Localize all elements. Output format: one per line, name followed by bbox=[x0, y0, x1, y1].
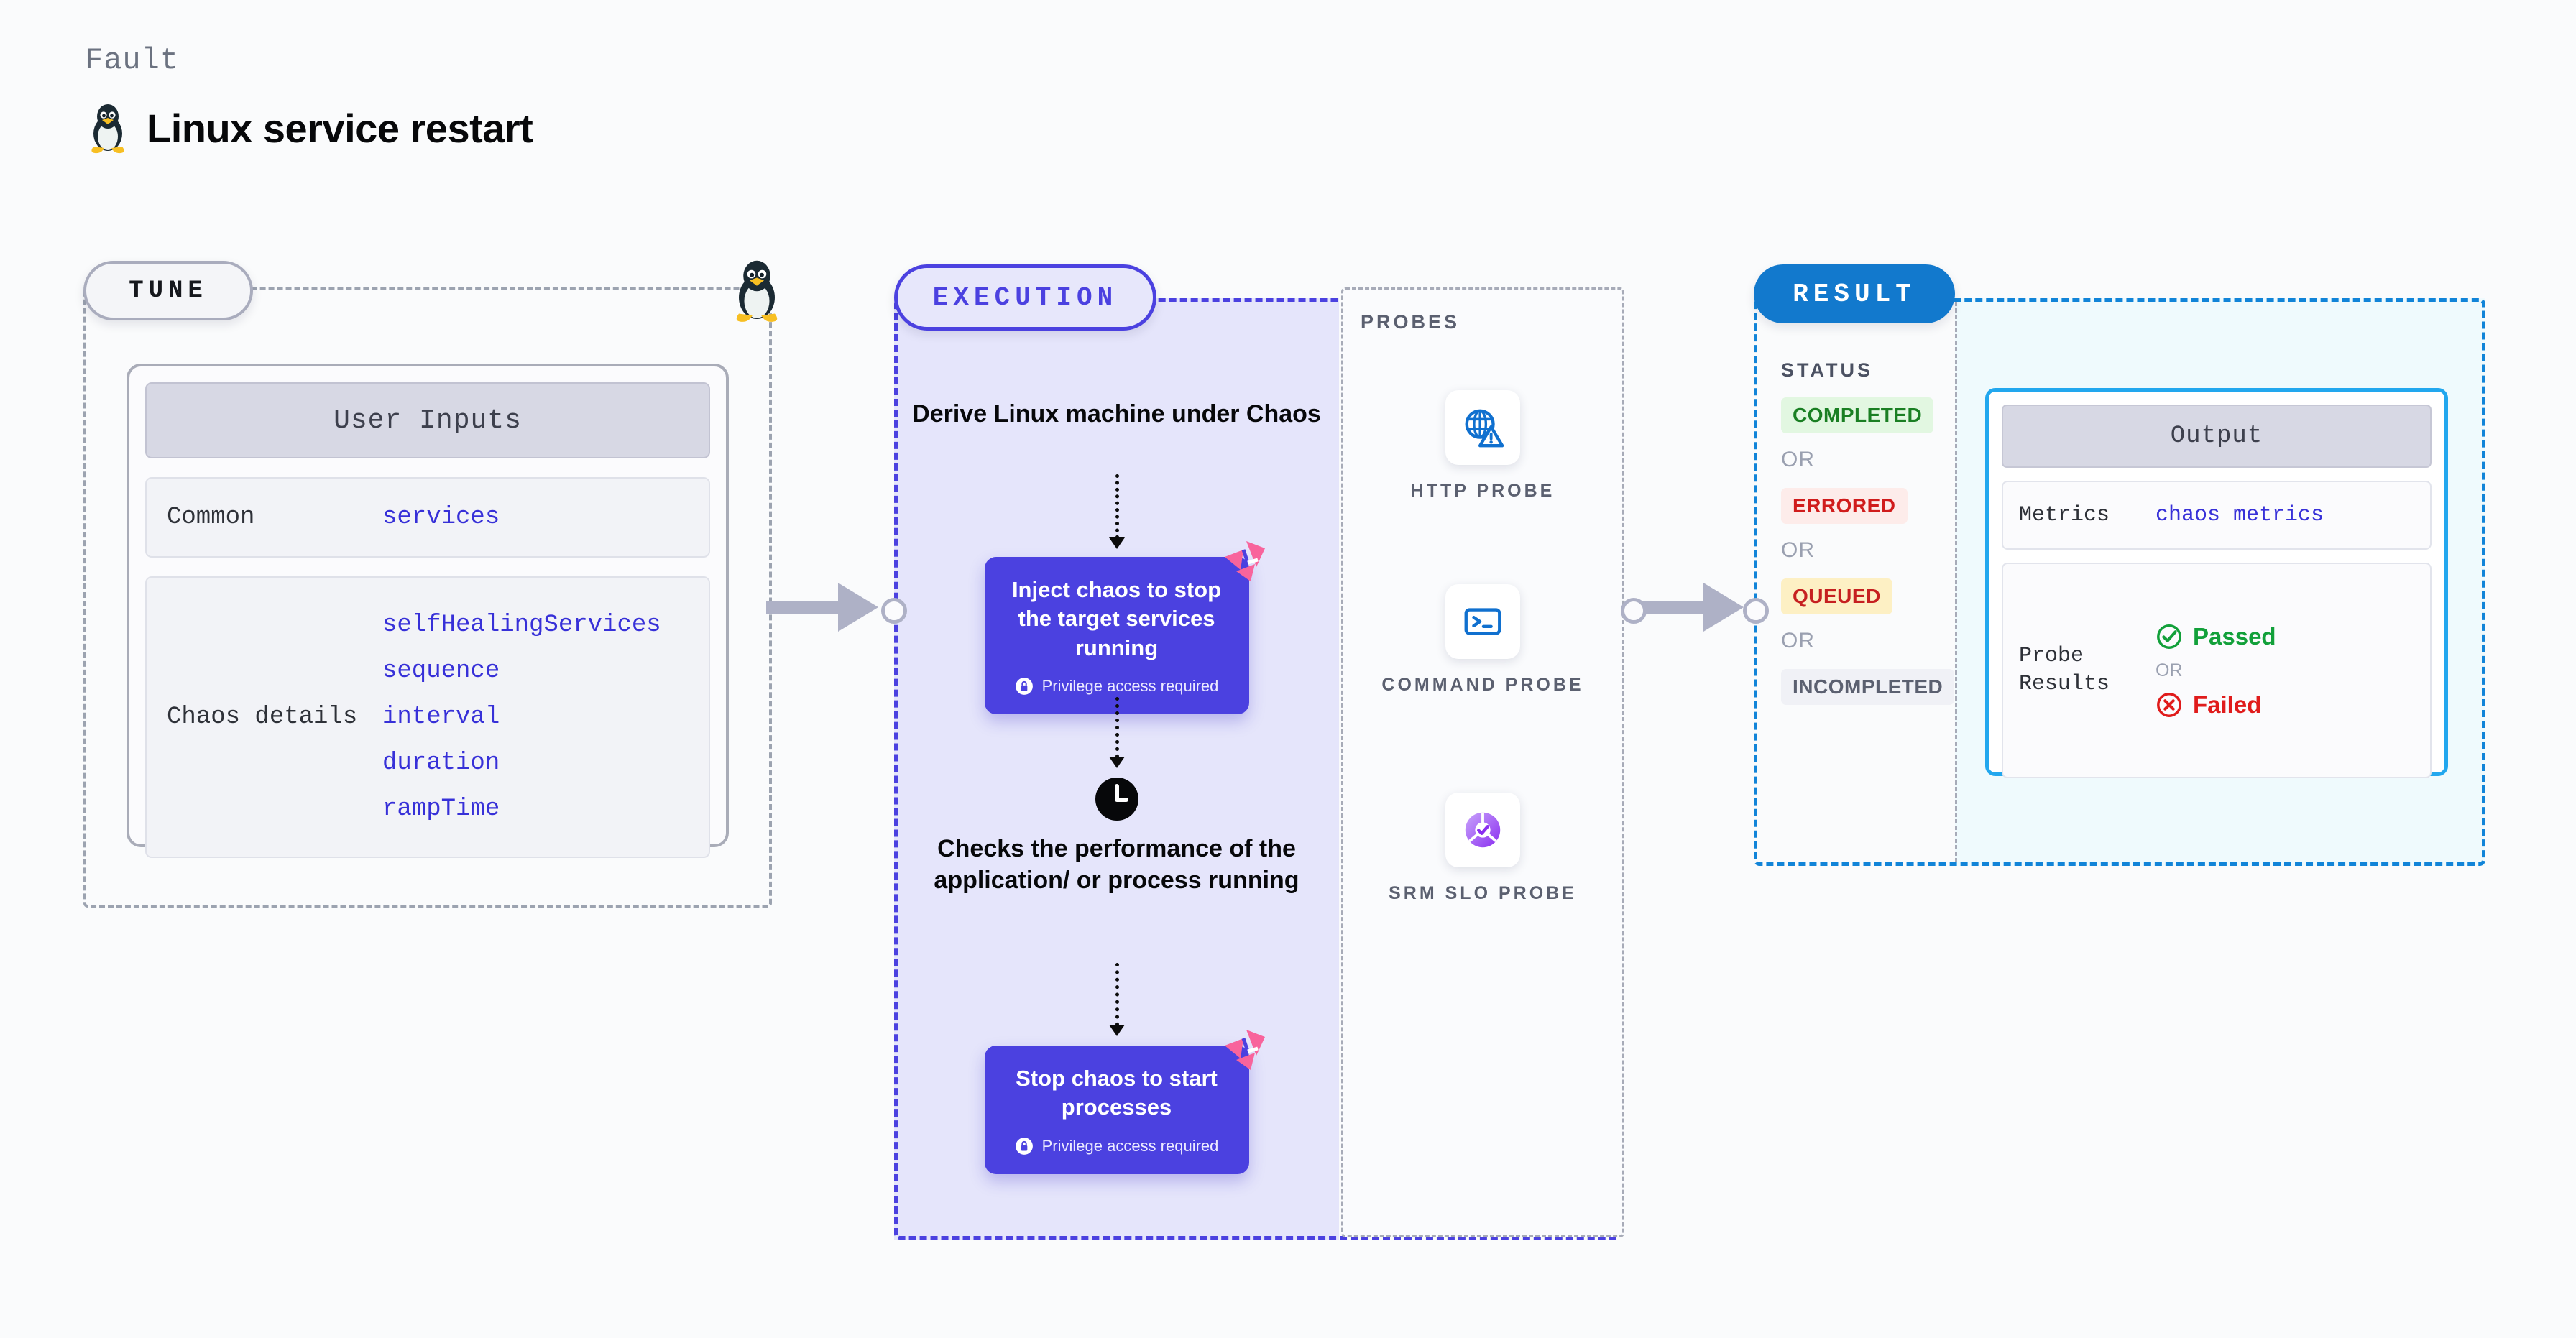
privilege-note-row: Privilege access required bbox=[1015, 1136, 1219, 1155]
probe-result-values: Passed OR Failed bbox=[2156, 623, 2276, 719]
check-circle-icon bbox=[2157, 624, 2181, 649]
connector-tune-to-execution bbox=[766, 568, 907, 647]
row-key: Common bbox=[167, 504, 255, 531]
page-header: Fault Linux service restart bbox=[85, 43, 533, 154]
probe-label: SRM SLO PROBE bbox=[1389, 883, 1577, 903]
litmus-chaos-icon bbox=[1224, 1030, 1265, 1070]
fault-title-row: Linux service restart bbox=[85, 102, 533, 154]
row-key: Metrics bbox=[2019, 502, 2110, 527]
row-key: Probe Results bbox=[2019, 644, 2110, 696]
probe-result-failed: Failed bbox=[2156, 691, 2276, 719]
result-pill[interactable]: RESULT bbox=[1754, 264, 1955, 323]
card-title: Stop chaos to start processes bbox=[1016, 1066, 1218, 1120]
execution-pill-label: EXECUTION bbox=[932, 282, 1118, 313]
result-divider bbox=[1955, 302, 1957, 862]
tune-region bbox=[83, 287, 772, 908]
status-badge-incompleted: INCOMPLETED bbox=[1781, 669, 1955, 705]
status-badge-completed: COMPLETED bbox=[1781, 397, 1934, 433]
probe-label: HTTP PROBE bbox=[1410, 481, 1555, 501]
output-row-metrics: Metrics chaos metrics bbox=[2002, 481, 2432, 550]
output-card: Output Metrics chaos metrics Probe Resul… bbox=[1985, 388, 2448, 778]
page-title: Linux service restart bbox=[147, 105, 533, 151]
connector-execution-to-result bbox=[1621, 568, 1769, 647]
privilege-note-row: Privilege access required bbox=[1015, 676, 1219, 696]
clock-icon bbox=[1095, 778, 1138, 821]
card-title: Inject chaos to stop the target services… bbox=[1011, 577, 1222, 660]
output-row-probe-results: Probe Results Passed OR Failed bbox=[2002, 563, 2432, 778]
user-inputs-header-label: User Inputs bbox=[334, 405, 522, 436]
metrics-link[interactable]: chaos metrics bbox=[2156, 503, 2324, 527]
or-separator: OR bbox=[1781, 538, 1815, 562]
status-section-label: STATUS bbox=[1781, 359, 1873, 381]
input-param-selfhealingservices[interactable]: selfHealingServices bbox=[382, 612, 661, 639]
or-separator: OR bbox=[1781, 629, 1815, 652]
flow-card-stop-chaos[interactable]: Stop chaos to start processes Privilege … bbox=[984, 1030, 1265, 1174]
row-values: services bbox=[382, 504, 500, 531]
lock-icon bbox=[1015, 1137, 1033, 1155]
x-circle-icon bbox=[2157, 692, 2181, 717]
execution-pill[interactable]: EXECUTION bbox=[894, 264, 1156, 331]
row-values: selfHealingServices sequence interval du… bbox=[382, 612, 661, 823]
probe-tile bbox=[1445, 584, 1520, 659]
probe-item-http[interactable]: HTTP PROBE bbox=[1343, 390, 1622, 504]
tux-penguin-icon bbox=[91, 104, 124, 154]
input-param-sequence[interactable]: sequence bbox=[382, 658, 500, 685]
input-param-services[interactable]: services bbox=[382, 504, 500, 531]
user-inputs-row-common: Common services bbox=[145, 477, 710, 558]
slo-donut-check-icon bbox=[1465, 812, 1501, 848]
failed-label: Failed bbox=[2193, 691, 2262, 718]
flow-step-derive-machine: Derive Linux machine under Chaos bbox=[912, 400, 1321, 428]
probe-item-srm-slo[interactable]: SRM SLO PROBE bbox=[1343, 793, 1622, 906]
probe-result-passed: Passed bbox=[2156, 623, 2276, 650]
privilege-note: Privilege access required bbox=[1041, 1136, 1219, 1155]
user-inputs-header: User Inputs bbox=[145, 382, 710, 458]
flow-step-checks-performance: Checks the performance of the applicatio… bbox=[934, 835, 1300, 894]
litmus-chaos-icon bbox=[1224, 541, 1265, 581]
user-inputs-card: User Inputs Common services Chaos detail… bbox=[126, 364, 729, 858]
input-param-interval[interactable]: interval bbox=[382, 703, 500, 731]
probe-tile bbox=[1445, 390, 1520, 465]
output-header-label: Output bbox=[2170, 423, 2263, 450]
status-block: STATUS COMPLETED OR ERRORED OR QUEUED OR… bbox=[1781, 359, 1955, 705]
result-pill-label: RESULT bbox=[1793, 279, 1916, 309]
or-separator: OR bbox=[2156, 660, 2183, 680]
flow-card-inject-chaos[interactable]: Inject chaos to stop the target services… bbox=[984, 541, 1265, 714]
privilege-note: Privilege access required bbox=[1041, 676, 1219, 695]
result-region bbox=[1754, 298, 2485, 866]
tune-pill[interactable]: TUNE bbox=[83, 261, 253, 320]
globe-warning-icon bbox=[1465, 409, 1504, 448]
probe-item-command[interactable]: COMMAND PROBE bbox=[1343, 584, 1622, 698]
status-badge-errored: ERRORED bbox=[1781, 488, 1908, 524]
row-key: Chaos details bbox=[167, 703, 358, 731]
output-header: Output bbox=[2002, 405, 2432, 468]
lock-icon bbox=[1015, 677, 1033, 695]
fault-kicker: Fault bbox=[85, 43, 180, 78]
terminal-icon bbox=[1464, 608, 1501, 635]
or-separator: OR bbox=[1781, 448, 1815, 471]
tune-pill-label: TUNE bbox=[129, 277, 208, 305]
user-inputs-row-chaos-details: Chaos details selfHealingServices sequen… bbox=[145, 576, 710, 858]
input-param-duration[interactable]: duration bbox=[382, 749, 500, 777]
tux-penguin-icon bbox=[736, 260, 778, 322]
probes-box: PROBES HTTP PROBE COMMAND PROBE bbox=[1341, 287, 1624, 1237]
execution-flow: Derive Linux machine under Chaos Inject … bbox=[894, 298, 1339, 1240]
status-badge-queued: QUEUED bbox=[1781, 578, 1892, 614]
probe-label: COMMAND PROBE bbox=[1381, 675, 1584, 695]
probes-section-label: PROBES bbox=[1361, 311, 1460, 333]
probe-tile bbox=[1445, 793, 1520, 867]
passed-label: Passed bbox=[2193, 622, 2276, 650]
input-param-ramptime[interactable]: rampTime bbox=[382, 795, 500, 823]
